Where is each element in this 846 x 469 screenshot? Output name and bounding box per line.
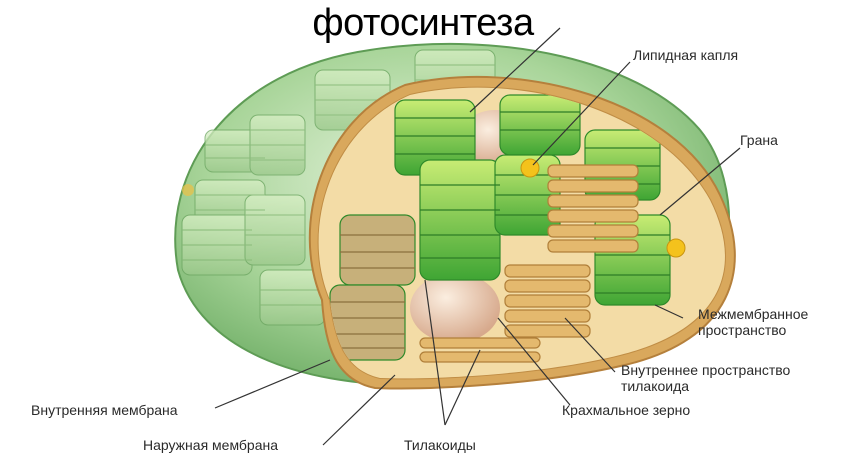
label-intermembrane-1: Межмембранное (698, 306, 808, 323)
label-thylakoid-space-1: Внутреннее пространство (621, 362, 790, 379)
label-starch-grain: Крахмальное зерно (562, 402, 690, 419)
label-inner-membrane: Внутренняя мембрана (31, 402, 178, 419)
lipid-drop (667, 239, 685, 257)
label-thylakoid-space-2: тилакоида (621, 378, 689, 395)
starch-grain (410, 273, 500, 343)
label-lipid-drop: Липидная капля (633, 47, 738, 64)
label-outer-membrane: Наружная мембрана (143, 437, 278, 454)
label-intermembrane-2: пространство (698, 322, 786, 339)
label-thylakoids: Тилакоиды (404, 437, 476, 454)
page-title: фотосинтеза (0, 2, 846, 45)
label-grana: Грана (740, 132, 778, 149)
